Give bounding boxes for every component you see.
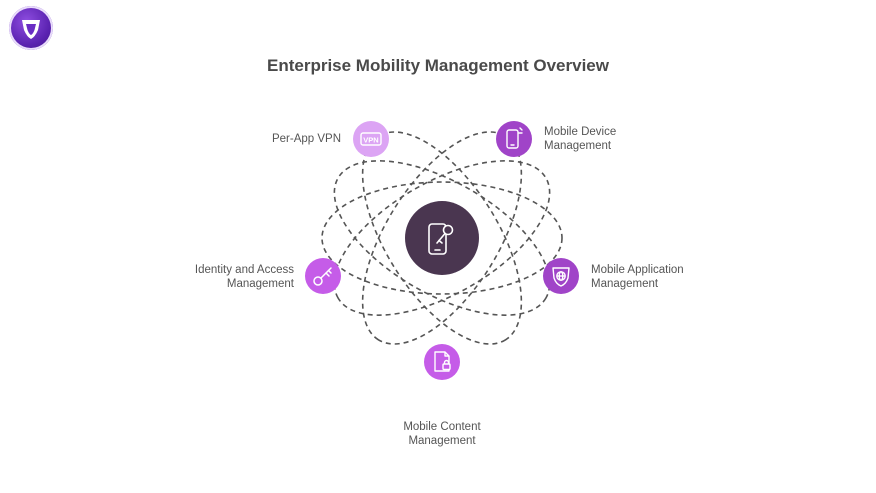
label-mobile-application-management: Mobile Application Management (591, 264, 684, 290)
label-per-app-vpn: Per-App VPN (271, 133, 341, 145)
label-mobile-device-management: Mobile Device Management (544, 126, 617, 152)
shield-globe-icon (552, 267, 570, 287)
orbit-ring (321, 181, 563, 295)
phone-tools-icon (506, 127, 523, 149)
label-mobile-content-management: Mobile Content Management (403, 421, 481, 447)
node-mobile-application-management[interactable] (543, 258, 579, 294)
page-title: Enterprise Mobility Management Overview (267, 56, 609, 75)
center-node (405, 201, 479, 275)
phone-key-icon (428, 223, 454, 255)
app-logo (9, 6, 53, 50)
key-icon (313, 267, 332, 286)
orbit-ring (361, 131, 523, 345)
vpn-icon: VPN (360, 132, 382, 146)
label-identity-access-management: Identity and Access Management (194, 264, 294, 290)
svg-text:VPN: VPN (363, 136, 378, 145)
node-mobile-device-management[interactable] (496, 121, 532, 157)
node-mobile-content-management[interactable] (424, 344, 460, 380)
node-identity-access-management[interactable] (305, 258, 341, 294)
orbit-ring (361, 131, 523, 345)
node-per-app-vpn[interactable]: VPN (353, 121, 389, 157)
shield-icon (22, 20, 40, 39)
orbit-ring (333, 160, 551, 316)
orbit-ring (333, 160, 551, 316)
document-lock-icon (434, 351, 451, 372)
